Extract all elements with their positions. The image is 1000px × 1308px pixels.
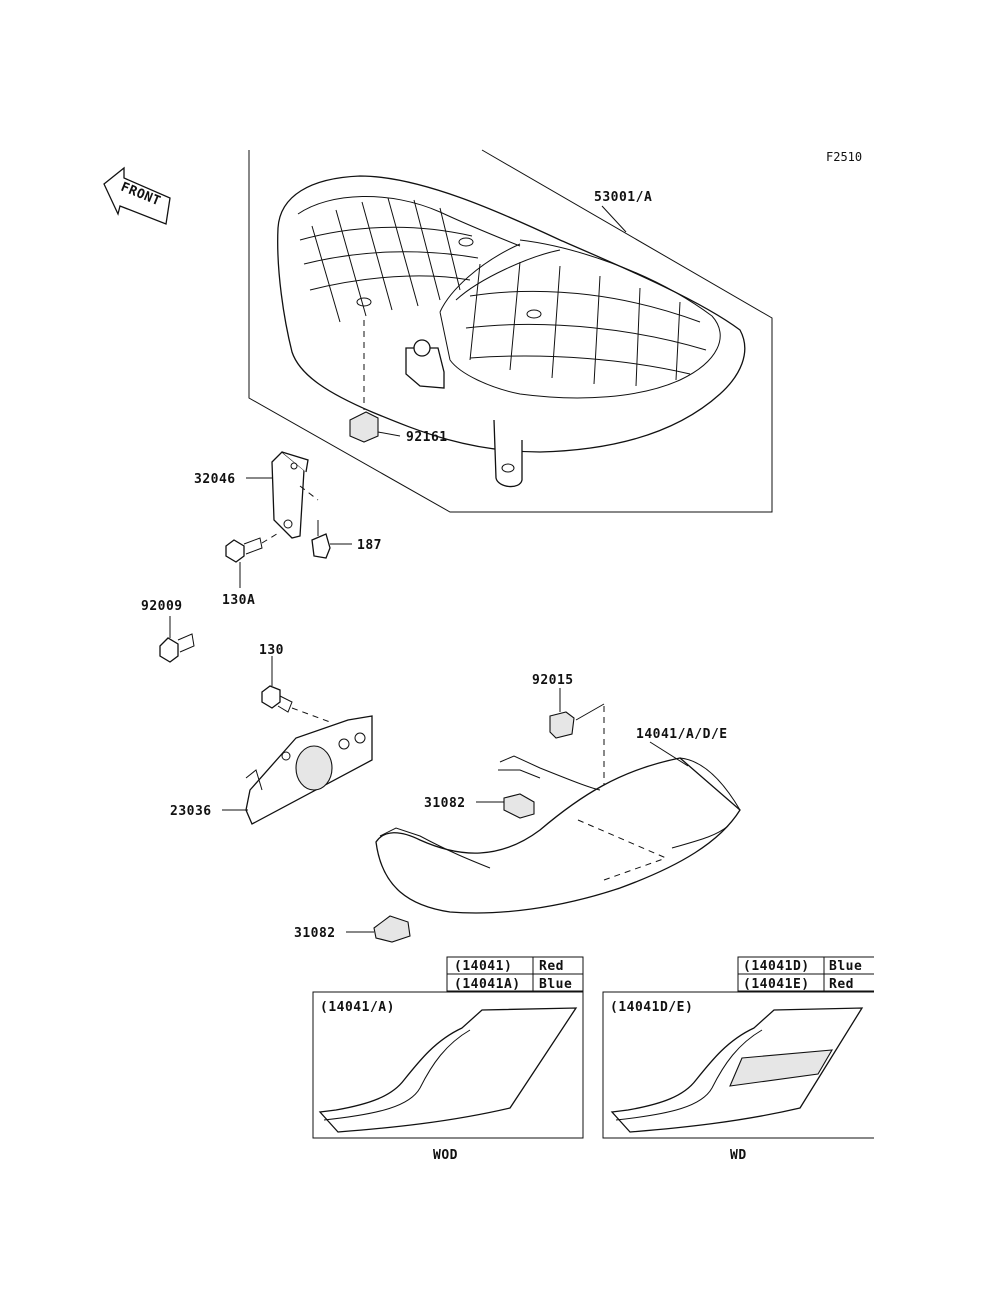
color-table-left-color-2: Blue — [539, 977, 572, 992]
nut-187 — [311, 520, 352, 559]
caption-right: WD — [730, 1148, 747, 1163]
plate-23036 — [222, 715, 373, 825]
label-seat-damper: 92161 — [406, 430, 448, 445]
seat-damper — [349, 411, 401, 443]
label-bolt-92009: 92009 — [141, 599, 183, 614]
caption-left: WOD — [433, 1148, 458, 1163]
seat-illustration — [277, 175, 746, 488]
label-rubber-upper: 31082 — [424, 796, 466, 811]
side-cover — [375, 741, 741, 914]
label-plate: 23036 — [170, 804, 212, 819]
label-rubber-lower: 31082 — [294, 926, 336, 941]
bolt-130a — [225, 531, 281, 588]
color-table-right-color-2: Red — [829, 977, 854, 992]
variant-box-left: (14041/A) — [312, 991, 584, 1139]
seat-frame — [248, 149, 773, 513]
color-table-left-part-1: (14041) — [454, 959, 512, 974]
bolt-92009 — [159, 616, 195, 663]
color-table-left-color-1: Red — [539, 959, 564, 974]
variant-box-right: (14041D/E) — [602, 991, 874, 1139]
label-bracket-upper: 32046 — [194, 472, 236, 487]
bracket-upper — [246, 451, 319, 539]
color-table-right-part-1: (14041D) — [743, 959, 810, 974]
front-arrow-icon: FRONT — [103, 166, 171, 225]
label-bolt-130: 130 — [259, 643, 284, 658]
label-cover: 14041/A/D/E — [636, 727, 728, 742]
variant-box-left-title: (14041/A) — [320, 1000, 395, 1015]
figure-code: F2510 — [826, 150, 862, 164]
color-table-right-part-2: (14041E) — [743, 977, 810, 992]
color-table-left: (14041) Red (14041A) Blue — [446, 956, 584, 992]
variant-box-right-title: (14041D/E) — [610, 1000, 693, 1015]
label-bolt-130a: 130A — [222, 593, 255, 608]
label-seat: 53001/A — [594, 190, 652, 205]
color-table-left-part-2: (14041A) — [454, 977, 521, 992]
color-table-right: (14041D) Blue (14041E) Red — [737, 956, 874, 992]
bolt-130 — [261, 656, 331, 723]
label-clip: 92015 — [532, 673, 574, 688]
color-table-right-color-1: Blue — [829, 959, 862, 974]
rubber-31082-upper — [476, 793, 535, 819]
rubber-31082-lower — [346, 915, 411, 943]
label-nut-187: 187 — [357, 538, 382, 553]
